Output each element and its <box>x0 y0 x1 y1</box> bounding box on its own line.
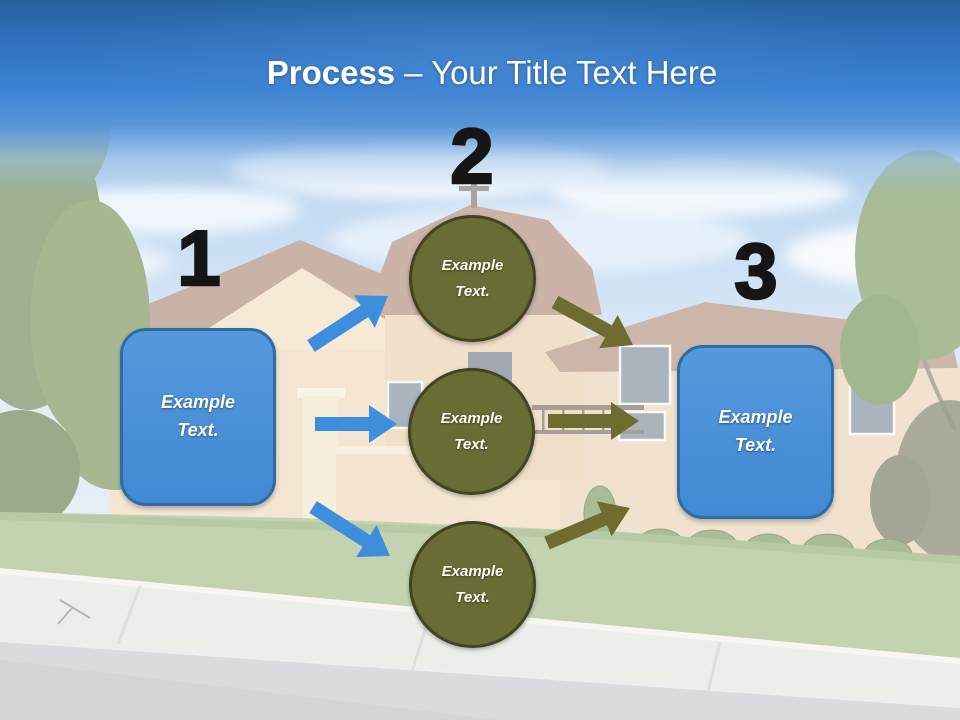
right-tree <box>840 150 960 560</box>
process-box-3[interactable]: Example Text. <box>677 345 834 519</box>
pillar-cap <box>297 388 345 398</box>
step-number-2[interactable]: 2 <box>449 112 495 200</box>
header-band <box>0 0 960 195</box>
street <box>0 642 960 720</box>
process-circle-3[interactable]: Example Text. <box>409 521 536 648</box>
title-rest: – Your Title Text Here <box>404 54 718 91</box>
slide-title[interactable]: Process– Your Title Text Here <box>24 54 960 92</box>
box-1-label: Example Text. <box>160 392 236 440</box>
process-box-1[interactable]: Example Text. <box>120 328 276 506</box>
box-3-label: Example Text. <box>718 407 793 455</box>
step-number-3[interactable]: 3 <box>733 227 779 315</box>
step-number-1[interactable]: 1 <box>176 214 222 302</box>
title-bold: Process <box>266 54 396 91</box>
process-circle-1[interactable]: Example Text. <box>409 215 536 342</box>
circle-2-label: Example Text. <box>440 410 503 453</box>
process-circle-2[interactable]: Example Text. <box>408 368 535 495</box>
circle-3-label: Example Text. <box>441 563 504 606</box>
circle-1-label: Example Text. <box>441 257 504 300</box>
